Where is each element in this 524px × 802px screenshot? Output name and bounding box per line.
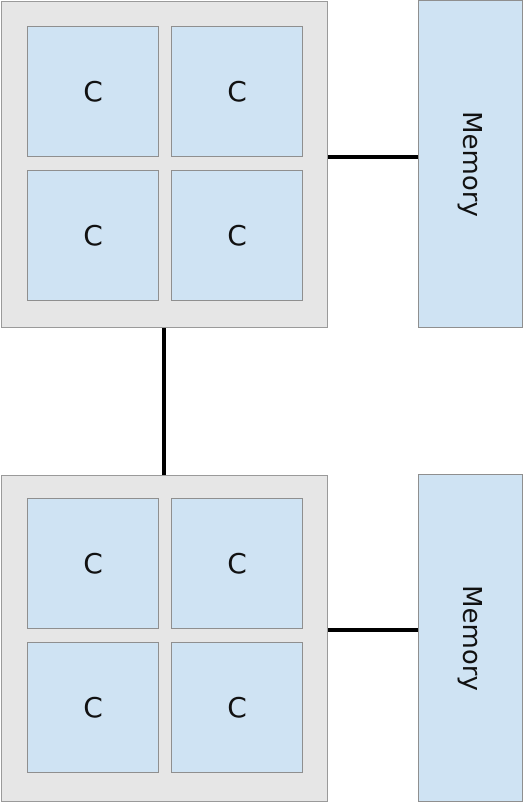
memory-label: Memory	[455, 111, 486, 217]
core-label: C	[227, 219, 247, 252]
memory-block-bottom: Memory	[418, 474, 523, 802]
core-label: C	[227, 75, 247, 108]
core-bottom-4: C	[171, 642, 303, 773]
core-label: C	[83, 691, 103, 724]
core-label: C	[227, 547, 247, 580]
core-label: C	[227, 691, 247, 724]
core-label: C	[83, 547, 103, 580]
memory-block-top: Memory	[418, 0, 523, 328]
core-top-2: C	[171, 26, 303, 157]
memory-link-top	[328, 155, 418, 159]
memory-link-bottom	[328, 628, 418, 632]
core-top-1: C	[27, 26, 159, 157]
core-label: C	[83, 219, 103, 252]
core-bottom-3: C	[27, 642, 159, 773]
processor-package-top: C C C C	[1, 1, 328, 328]
processor-package-bottom: C C C C	[1, 475, 328, 802]
core-top-4: C	[171, 170, 303, 301]
core-bottom-2: C	[171, 498, 303, 629]
package-interconnect	[162, 328, 166, 475]
core-bottom-1: C	[27, 498, 159, 629]
memory-label: Memory	[455, 585, 486, 691]
core-label: C	[83, 75, 103, 108]
core-top-3: C	[27, 170, 159, 301]
